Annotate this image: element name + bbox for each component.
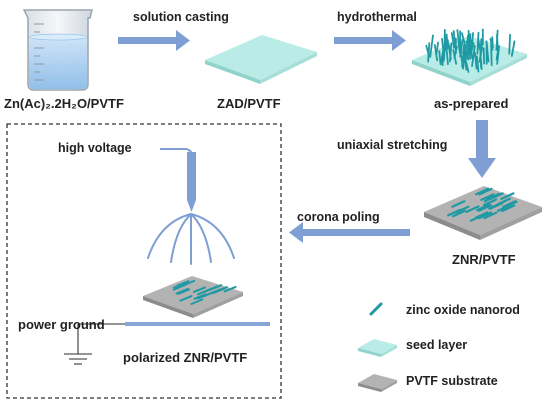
nanorod xyxy=(179,295,193,302)
corona-needle-icon xyxy=(160,148,196,212)
hydrothermal-label: hydrothermal xyxy=(337,10,417,24)
nanorod xyxy=(464,60,470,73)
nanorod xyxy=(489,37,494,51)
nanorod xyxy=(223,285,237,293)
nanorod xyxy=(478,187,493,196)
nanorod xyxy=(475,203,491,212)
poling-setup-box xyxy=(6,123,282,399)
ground-plate xyxy=(125,322,270,326)
nanorod xyxy=(452,49,458,65)
nanorod-icon xyxy=(369,302,383,316)
solution-casting-label: solution casting xyxy=(133,10,229,24)
ground-icon xyxy=(64,323,125,365)
nanorod xyxy=(182,279,196,287)
as-prepared-label: as-prepared xyxy=(434,96,509,111)
nanorod xyxy=(477,211,493,220)
nanorod xyxy=(510,40,516,57)
polarized-znr-pvtf-label: polarized ZNR/PVTF xyxy=(123,350,248,365)
arrow-solution-casting xyxy=(118,30,190,51)
nanorod xyxy=(480,193,495,201)
nanorod xyxy=(461,32,466,47)
nanorod xyxy=(204,285,218,293)
nanorod xyxy=(192,286,206,293)
nanorod xyxy=(177,288,191,295)
nanorod xyxy=(425,44,431,58)
nanorod xyxy=(501,204,516,213)
nanorod xyxy=(435,41,439,54)
arrow-hydrothermal xyxy=(334,30,406,51)
corona-discharge-lines xyxy=(147,213,235,265)
small-nanorods xyxy=(172,279,237,306)
seed-layer-icon xyxy=(358,339,397,357)
nanorod xyxy=(175,287,189,295)
znr-pvtf-label: ZNR/PVTF xyxy=(452,252,516,267)
nanorod xyxy=(479,38,483,53)
nanorod xyxy=(477,204,493,212)
nanorod xyxy=(172,282,186,289)
nanorod xyxy=(508,33,511,55)
nanorod xyxy=(475,187,490,196)
nanorod xyxy=(489,202,504,210)
substrate-icon xyxy=(358,374,397,392)
nanorod xyxy=(491,36,494,49)
nanorod xyxy=(429,34,434,58)
nanorod xyxy=(476,31,480,55)
start-label: Zn(Ac)₂.2H₂O/PVTF xyxy=(4,96,124,111)
legend-nanorod-label: zinc oxide nanorod xyxy=(406,303,520,317)
nanorod xyxy=(190,298,204,306)
nanorod xyxy=(475,55,480,73)
arrow-corona-poling xyxy=(289,222,410,243)
nanorod xyxy=(462,50,467,70)
nanorod xyxy=(469,213,485,222)
nanorod xyxy=(477,37,481,51)
corona-poling-label: corona poling xyxy=(297,210,380,224)
nanorod xyxy=(457,37,461,54)
legend-substrate-label: PVTF substrate xyxy=(406,374,498,388)
nanorod xyxy=(447,208,462,217)
polarized-film xyxy=(143,276,243,318)
high-voltage-label: high voltage xyxy=(58,141,132,155)
nanorod xyxy=(503,200,518,209)
zad-pvtf-label: ZAD/PVTF xyxy=(217,96,281,111)
nanorod xyxy=(485,40,489,56)
legend-seed-layer-label: seed layer xyxy=(406,338,468,352)
power-ground-label: power ground xyxy=(18,317,105,332)
nanorod xyxy=(451,209,467,218)
vertical-nanorods xyxy=(425,28,516,73)
nanorod xyxy=(462,50,466,64)
nanorod xyxy=(479,49,482,69)
nanorod xyxy=(496,34,499,50)
nanorod xyxy=(471,44,476,67)
nanorod xyxy=(193,293,207,300)
nanorod xyxy=(208,288,222,295)
nanorod xyxy=(483,198,498,207)
nanorod xyxy=(474,52,478,70)
nanorod xyxy=(465,205,480,214)
horizontal-nanorods xyxy=(447,187,518,222)
zad-pvtf-film xyxy=(205,35,317,84)
nanorod xyxy=(447,44,452,61)
arrow-uniaxial-stretching xyxy=(468,120,496,178)
nanorod xyxy=(459,47,464,70)
nanorod xyxy=(197,292,211,300)
as-prepared-film xyxy=(412,28,527,86)
nanorod xyxy=(439,47,445,66)
znr-pvtf-film xyxy=(424,186,542,240)
nanorod xyxy=(470,32,474,53)
nanorod xyxy=(451,200,466,208)
uniaxial-stretching-label: uniaxial stretching xyxy=(337,138,448,152)
nanorod xyxy=(500,192,515,201)
beaker-icon xyxy=(22,9,93,91)
nanorod xyxy=(489,192,504,200)
nanorod xyxy=(466,37,472,60)
nanorod xyxy=(450,32,456,49)
nanorod xyxy=(483,211,498,220)
